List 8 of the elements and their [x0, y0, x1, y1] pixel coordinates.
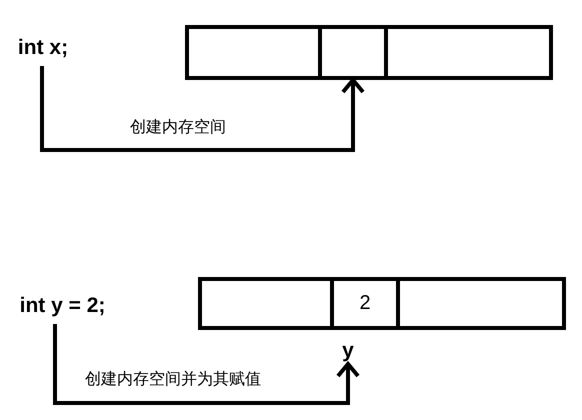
arrow [40, 66, 365, 152]
variable-name: y [342, 339, 354, 363]
arrow [53, 324, 360, 405]
cell-value: 2 [359, 292, 371, 315]
code-text: int y = 2; [20, 294, 106, 318]
memory-block [198, 277, 566, 330]
code-text: int x; [18, 36, 68, 60]
memory-block [185, 25, 553, 80]
